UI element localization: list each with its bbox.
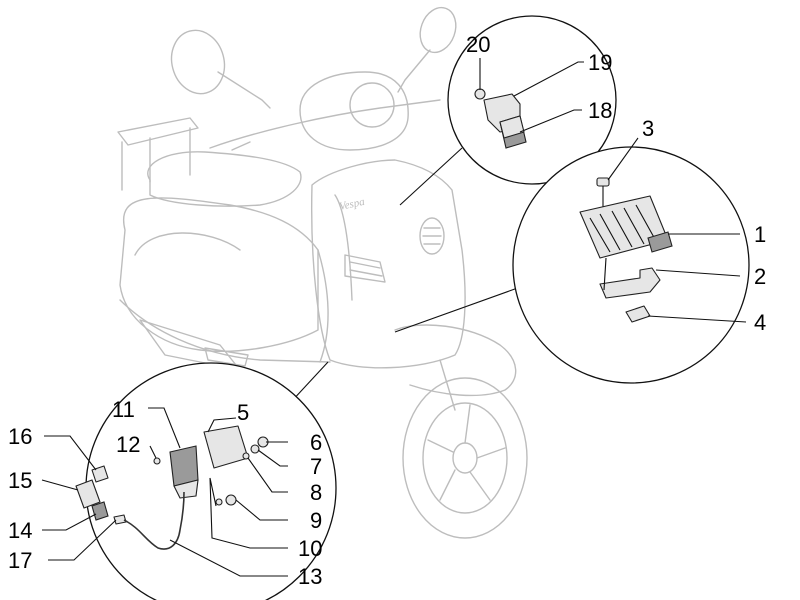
rack-supports	[121, 127, 191, 191]
relay-nut-part	[474, 88, 486, 100]
callout-9: 9	[310, 508, 322, 533]
callout-20: 20	[466, 32, 490, 57]
leader-lines	[41, 58, 747, 577]
callout-1: 1	[754, 222, 766, 247]
bracket-stud	[603, 257, 607, 291]
front-fork	[439, 359, 456, 411]
right-mirror	[419, 6, 457, 54]
leader-5	[207, 417, 237, 433]
callout-labels: 1 2 3 4 5 6 7 8 9 10 11 12 13 14 15 16 1…	[8, 32, 766, 589]
callout-6: 6	[310, 430, 322, 455]
terminal-part	[113, 514, 127, 525]
front-wheel	[402, 377, 528, 539]
ignition-module-base	[173, 479, 199, 499]
callout-10: 10	[298, 536, 322, 561]
head-cover	[299, 71, 409, 151]
callout-4: 4	[754, 310, 766, 335]
handlebar	[209, 99, 441, 149]
screw-part	[596, 177, 610, 187]
side-vent	[344, 254, 386, 283]
washer-7-part	[250, 444, 260, 454]
leader-10	[209, 477, 288, 549]
leader-16	[44, 435, 97, 471]
leader-4	[647, 315, 747, 323]
scooter-outline: Vespa	[117, 6, 528, 539]
leader-18	[519, 109, 582, 133]
leader-17	[48, 519, 117, 561]
horn-grill	[419, 217, 445, 255]
headlight	[349, 82, 395, 128]
leader-12	[149, 445, 157, 459]
cap-part	[75, 479, 101, 509]
callout-19: 19	[588, 50, 612, 75]
callout-8: 8	[310, 480, 322, 505]
nut-9-part	[225, 494, 237, 506]
callout-17: 17	[8, 548, 32, 573]
seat	[147, 151, 302, 207]
leader-3	[607, 137, 639, 181]
front-wheel-rim	[422, 402, 508, 514]
floorboard	[119, 299, 331, 363]
washer-10-part	[215, 498, 223, 506]
ht-lead-part	[123, 491, 185, 550]
leader-8	[247, 457, 288, 493]
regulator-connector	[647, 231, 673, 253]
detail-relay-group	[399, 15, 617, 206]
callout-18: 18	[588, 98, 612, 123]
leader-2	[655, 269, 741, 277]
ignition-module-part	[169, 445, 199, 487]
side-panel-line	[134, 232, 241, 256]
legshield	[311, 159, 466, 369]
left-grip	[231, 141, 251, 151]
rear-rack	[117, 117, 199, 146]
regulator-bracket-part	[599, 267, 661, 299]
detail-regulator-group	[394, 146, 750, 384]
front-fender	[394, 324, 517, 397]
callout-7: 7	[310, 454, 322, 479]
regulator-detail-circle	[512, 146, 750, 384]
leader-13	[169, 539, 288, 577]
callout-5: 5	[237, 400, 249, 425]
relay-detail-circle	[447, 15, 617, 185]
front-wheel-spokes	[427, 404, 506, 501]
left-mirror-stem	[217, 71, 271, 109]
body-seam	[317, 249, 329, 363]
callout-11: 11	[112, 397, 135, 422]
rear-body	[119, 197, 319, 352]
leader-14	[42, 513, 97, 531]
center-stand	[204, 347, 249, 367]
washer-8-part	[242, 452, 250, 460]
callout-13: 13	[298, 564, 322, 589]
brand-mark: Vespa	[338, 196, 366, 213]
side-vent-slats	[349, 261, 383, 277]
callout-2: 2	[754, 264, 766, 289]
leader-9	[235, 499, 288, 521]
leader-11	[148, 407, 181, 449]
left-mirror	[170, 29, 226, 95]
callout-15: 15	[8, 468, 32, 493]
callout-16: 16	[8, 424, 32, 449]
leader-7	[257, 449, 288, 467]
leader-15	[41, 479, 79, 491]
relay-pointer-line	[399, 147, 463, 206]
front-wheel-hub	[452, 442, 478, 474]
regulator-fins	[589, 204, 657, 253]
relay-part-top	[499, 115, 525, 139]
callout-3: 3	[642, 116, 654, 141]
callout-14: 14	[8, 518, 32, 543]
right-mirror-stem	[397, 49, 431, 93]
leader-19	[513, 61, 584, 97]
horn-grill-slats	[422, 227, 442, 245]
callout-12: 12	[116, 432, 140, 457]
legshield-crease	[334, 194, 353, 301]
ignition-screw-part	[153, 457, 161, 465]
